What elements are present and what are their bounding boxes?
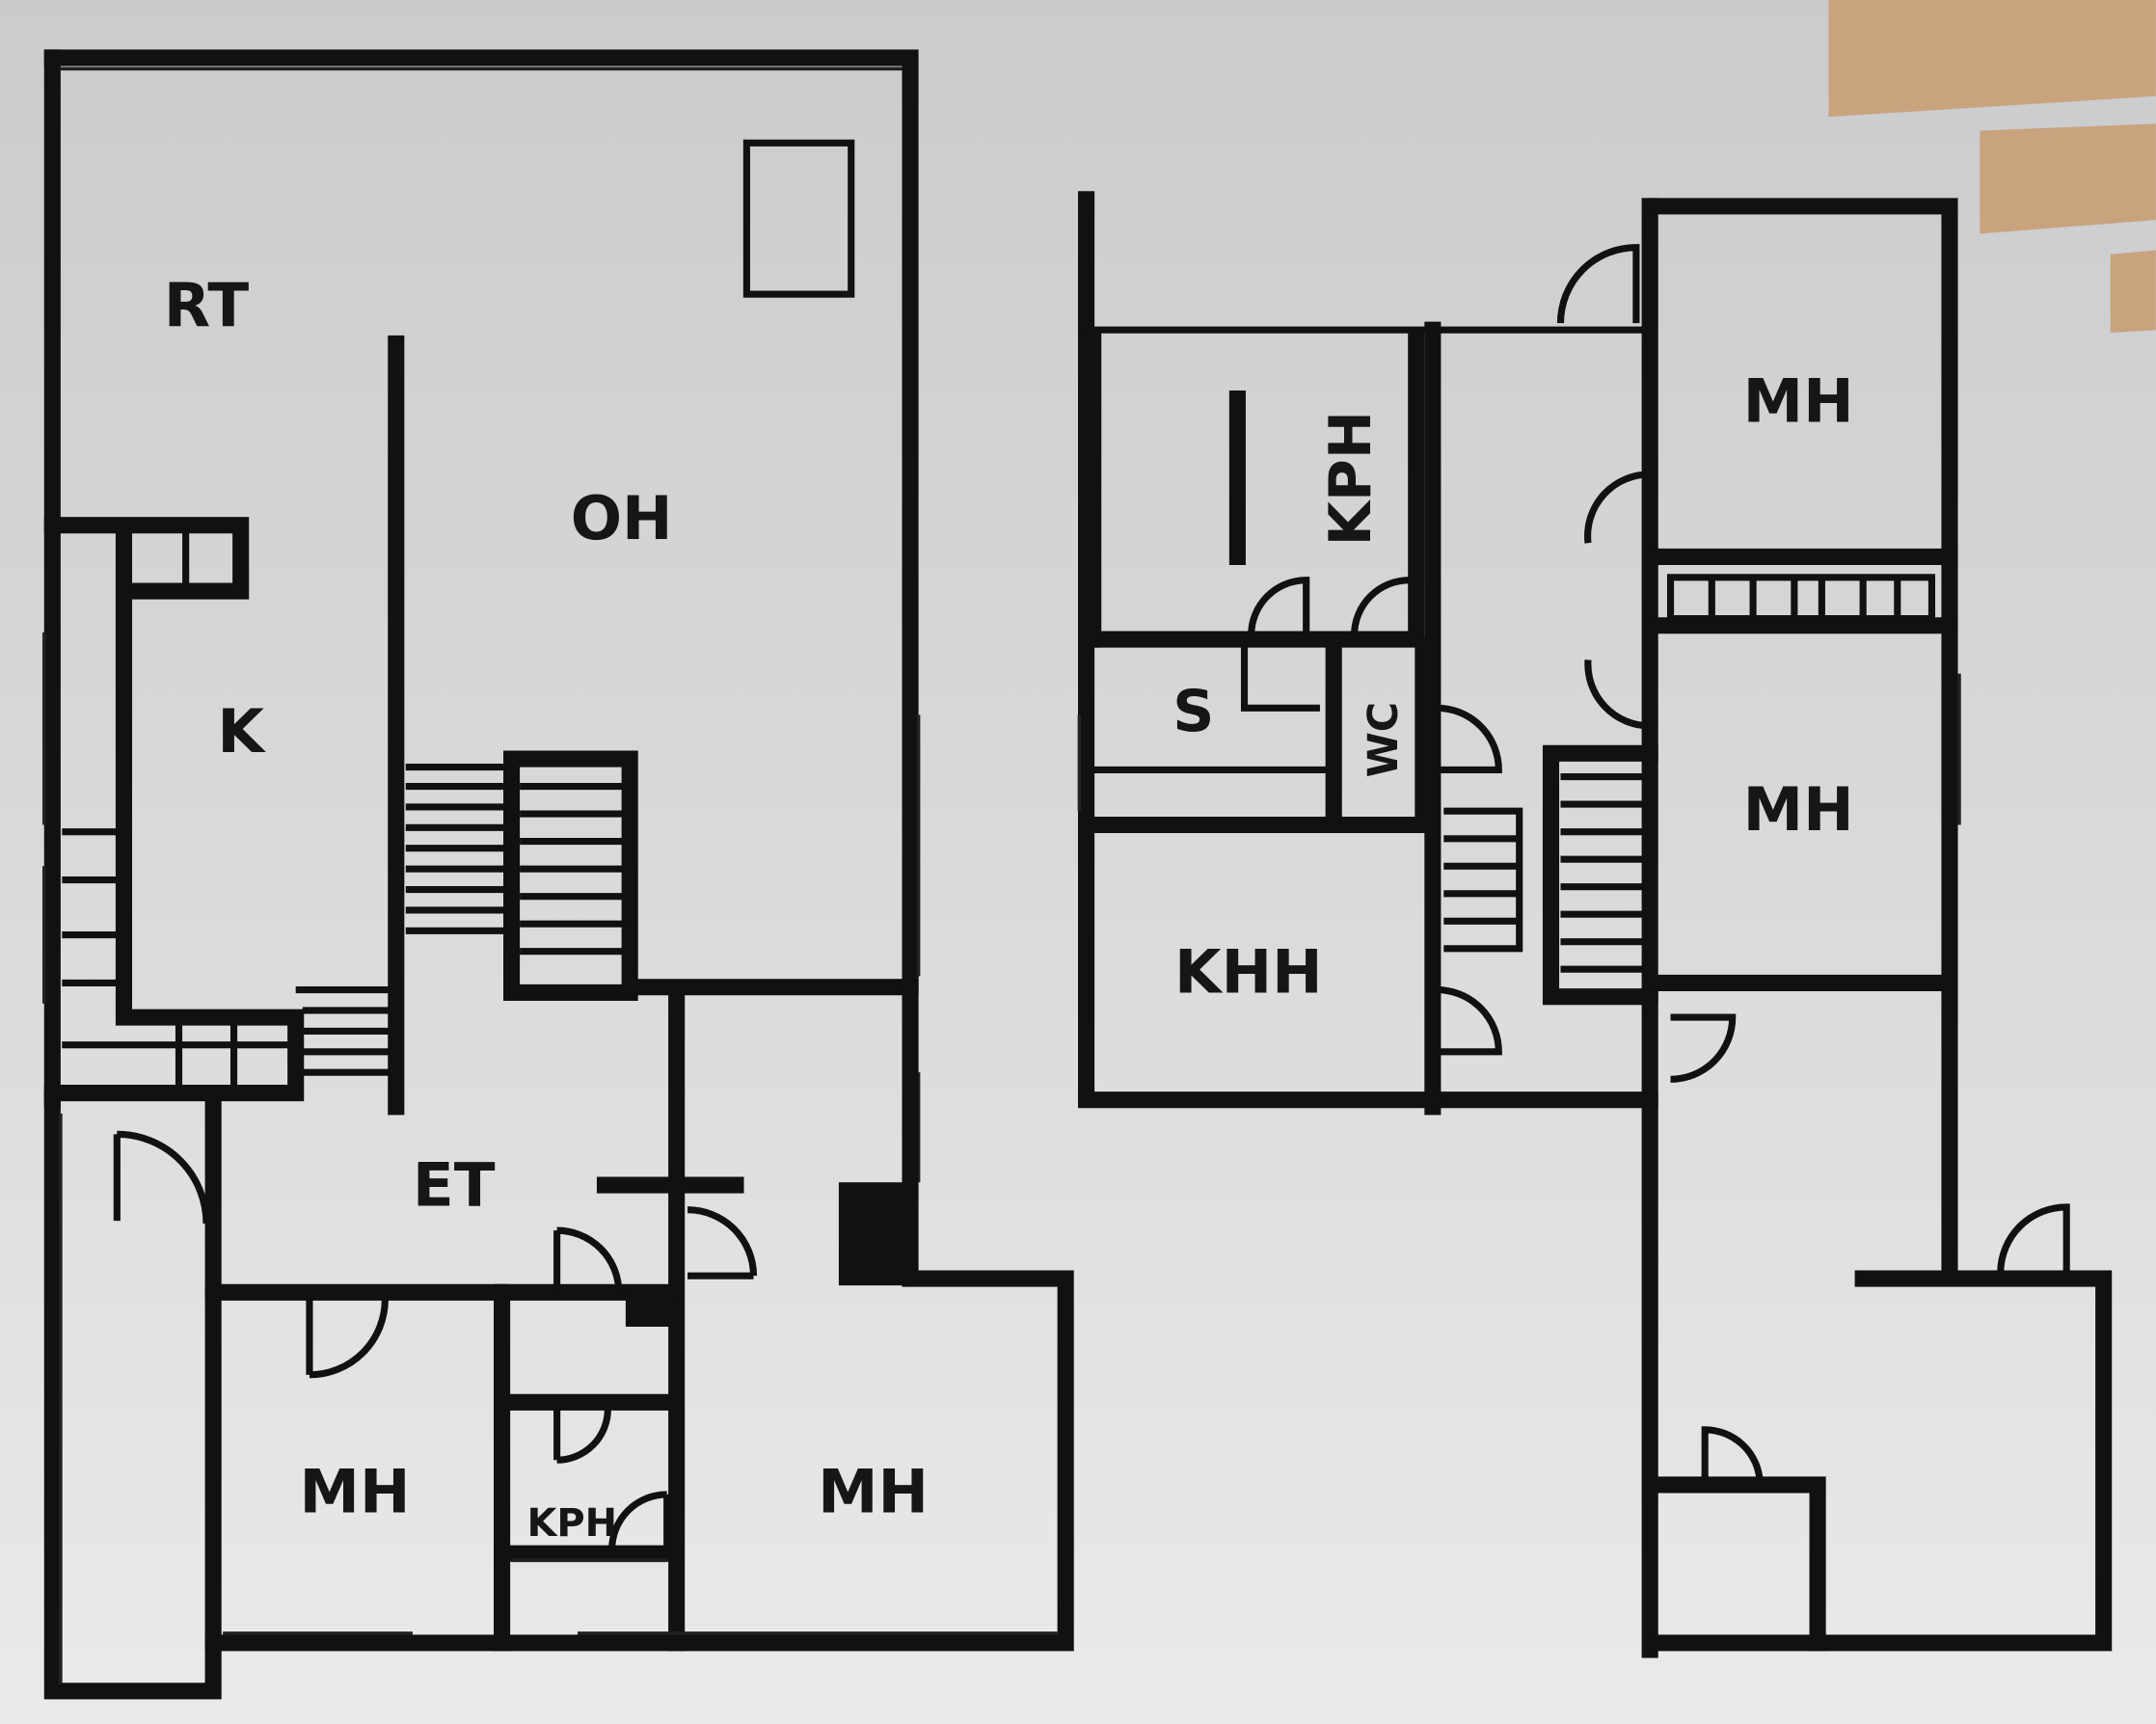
room-label-et: ET	[413, 1149, 496, 1220]
room-label-wc: WC	[1360, 702, 1408, 778]
room-label-mh-top: MH	[1743, 366, 1854, 437]
room-label-khh: KHH	[1174, 936, 1323, 1007]
left-plan: RT K OH ET MH KPH MH	[41, 49, 1074, 1700]
room-label-oh: OH	[571, 483, 673, 553]
room-label-s: S	[1172, 678, 1214, 745]
room-label-mh-middle: MH	[1743, 774, 1854, 845]
room-label-kph-right: KPH	[1317, 411, 1385, 546]
room-label-kph: KPH	[527, 1501, 618, 1546]
room-label-k: K	[217, 696, 266, 767]
right-plan: KPH S WC KHH MH MH	[1077, 191, 2113, 1658]
room-label-mh-left: MH	[300, 1456, 411, 1526]
room-label-rt: RT	[164, 270, 249, 340]
wood-beams	[1828, 0, 2156, 334]
room-label-mh-right: MH	[818, 1456, 929, 1526]
